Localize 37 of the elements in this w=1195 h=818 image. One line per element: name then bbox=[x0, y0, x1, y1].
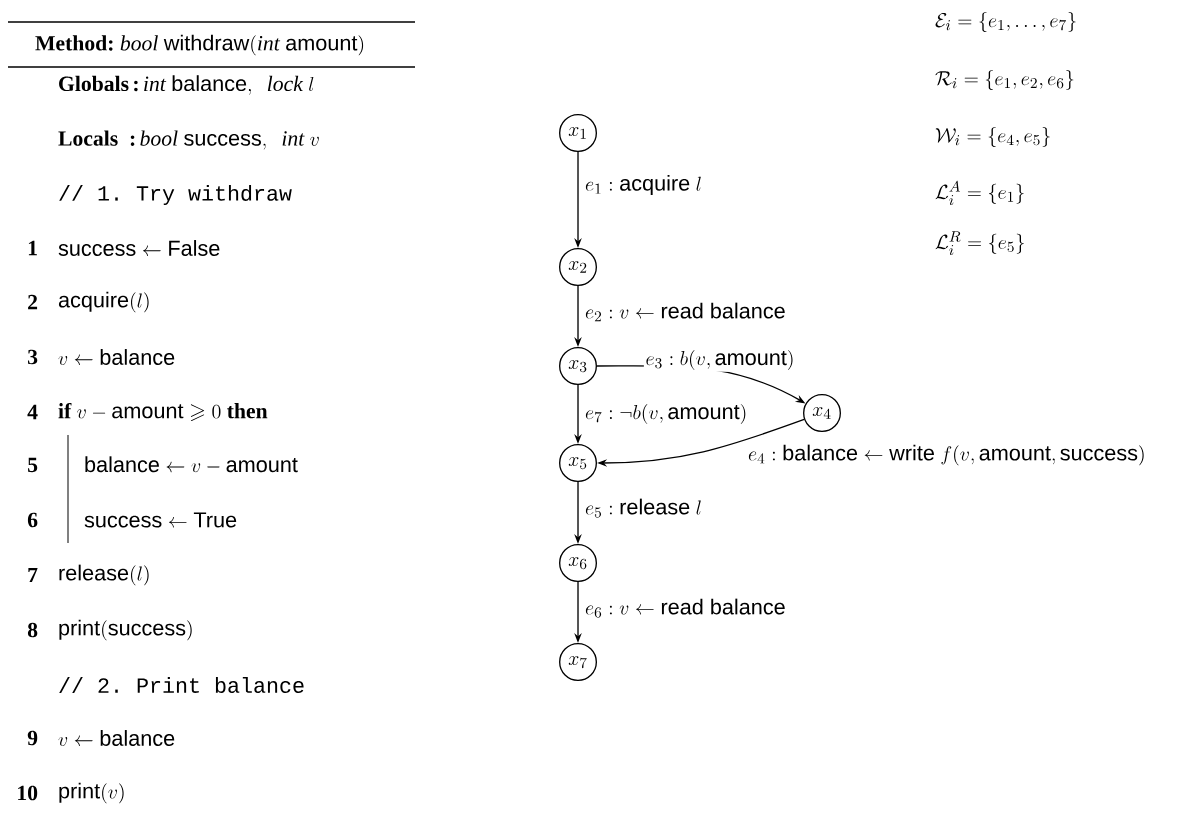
code-line: $\textsf{balance} \leftarrow v - \textsf{amount}$ bbox=[85, 456, 298, 473]
edge-label: $e_6 : v \leftarrow \textsf{read balance}$ bbox=[583, 597, 788, 619]
line-number: 1 bbox=[28, 240, 37, 256]
code-comment: // 2. Print balance bbox=[59, 677, 304, 693]
code-line: $\textsf{acquire}(l)$ bbox=[58, 291, 149, 313]
line-number: 8 bbox=[27, 622, 38, 638]
set-definition: $\mathcal{L}_i^R = \{e_5\}$ bbox=[935, 231, 1024, 255]
line-number: 6 bbox=[27, 512, 38, 528]
line-number: 3 bbox=[28, 349, 38, 365]
code-line: $\textbf{if}\ v - \textsf{amount} \geqslant 0\ \textbf{then}$ bbox=[58, 402, 268, 422]
line-number: 10 bbox=[18, 785, 38, 801]
declaration: $\textbf{Globals}\,\textbf{:}\,\mathit{int}\ \textsf{balance},\ \ \mathit{lock}\ l$ bbox=[59, 75, 314, 95]
code-line: $\textsf{success} \leftarrow \textsf{False}$ bbox=[58, 240, 220, 256]
declaration: $\textbf{Locals}\ \ \textbf{:}\,\mathit{bool}\ \textsf{success},\ \ \mathit{int}\ v$ bbox=[58, 130, 319, 150]
code-line: $\textsf{success} \leftarrow \textsf{True}$ bbox=[84, 512, 237, 528]
method-signature: $\textbf{Method:}\ \mathit{bool}\ \textsf{withdraw}(\mathit{int}\ \textsf{amount})$ bbox=[35, 34, 364, 56]
line-number: 9 bbox=[27, 730, 38, 746]
edge-label: $e_4 : \textsf{balance} \leftarrow \textsf{write}\ f(v, \textsf{amount}, \textsf{success})$ bbox=[746, 443, 1148, 467]
set-definition: $\mathcal{E}_i = \{e_1, \ldots, e_7\}$ bbox=[935, 12, 1076, 32]
line-number: 2 bbox=[28, 294, 38, 310]
edge-label: $e_2 : v \leftarrow \textsf{read balance}$ bbox=[583, 301, 788, 323]
code-line: $\textsf{print}(\textsf{success})$ bbox=[59, 619, 192, 641]
edge-label: $e_7 : \neg b(v, \textsf{amount})$ bbox=[583, 402, 749, 426]
code-comment: // 1. Try withdraw bbox=[59, 184, 292, 206]
edge-label: $e_3 : b(v, \textsf{amount})$ bbox=[643, 348, 797, 372]
line-number: 7 bbox=[28, 567, 38, 583]
code-line: $v \leftarrow \textsf{balance}$ bbox=[58, 730, 175, 746]
code-line: $v \leftarrow \textsf{balance}$ bbox=[58, 349, 175, 365]
set-definition: $\mathcal{W}_i = \{e_4, e_5\}$ bbox=[935, 127, 1050, 147]
code-line: $\textsf{release}(l)$ bbox=[59, 564, 149, 586]
set-definition: $\mathcal{L}_i^A = \{e_1\}$ bbox=[935, 180, 1024, 205]
set-definition: $\mathcal{R}_i = \{e_1, e_2, e_6\}$ bbox=[935, 70, 1074, 90]
line-number: 5 bbox=[28, 457, 38, 473]
line-number: 4 bbox=[27, 404, 38, 420]
edge-label: $e_1 : \textsf{acquire}\ l$ bbox=[583, 173, 704, 197]
edge-label: $e_5 : \textsf{release}\ l$ bbox=[583, 497, 704, 519]
code-line: $\textsf{print}(v)$ bbox=[59, 782, 124, 804]
